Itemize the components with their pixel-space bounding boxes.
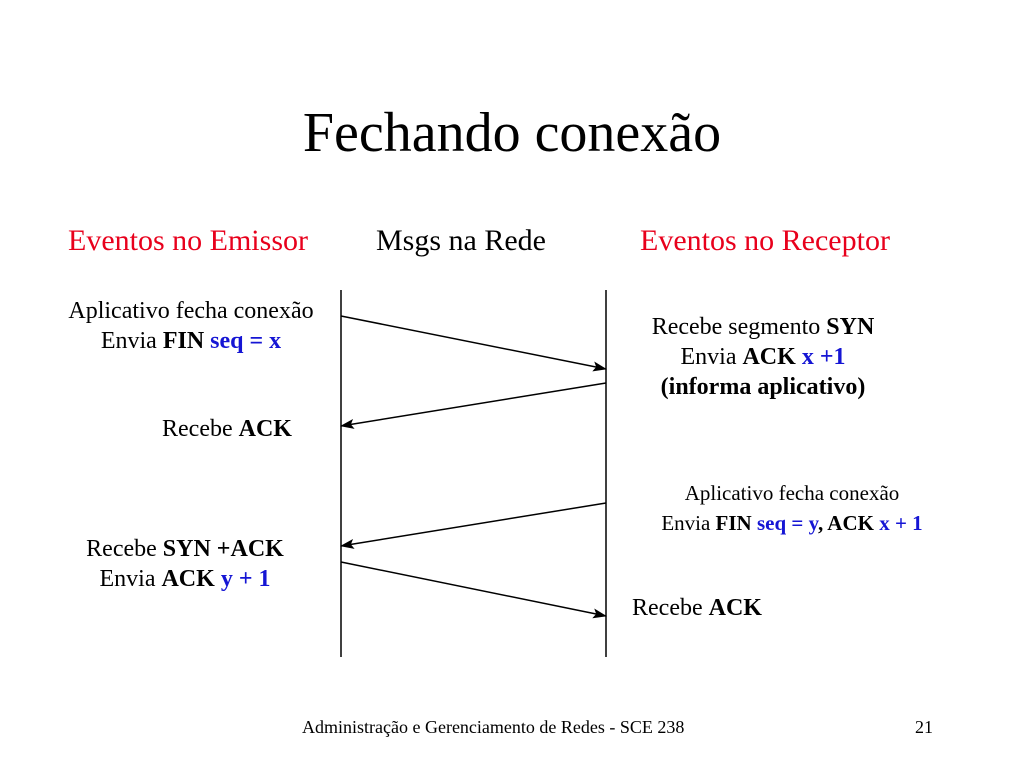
ack-arrow-to-sender <box>340 382 607 429</box>
receiver-event-close: Aplicativo fecha conexão Envia FIN seq =… <box>622 478 962 538</box>
ack-flag: ACK <box>161 566 215 592</box>
slide-title: Fechando conexão <box>302 102 722 164</box>
receiver-event-close-line2: Envia FIN seq = y, ACK x + 1 <box>622 508 962 538</box>
recv-prefix: Recebe segmento <box>651 314 827 340</box>
receiver-event-recv-syn-line1: Recebe segmento SYN <box>618 312 908 342</box>
ack-value: y + 1 <box>220 566 271 592</box>
ack-flag: , ACK <box>817 511 874 535</box>
sender-event-close-line1: Aplicativo fecha conexão <box>68 298 314 324</box>
sender-event-recv-ack: Recebe ACK <box>162 414 292 444</box>
ack-flag: ACK <box>708 595 762 621</box>
fin-arrow-to-receiver <box>340 315 607 372</box>
receiver-event-recv-syn: Recebe segmento SYN Envia ACK x +1 (info… <box>618 312 908 402</box>
sender-event-recv-synack: Recebe SYN +ACK Envia ACK y + 1 <box>62 534 308 594</box>
sender-event-recv-synack-line2: Envia ACK y + 1 <box>62 564 308 594</box>
fin-ack-arrow-to-sender <box>340 502 607 549</box>
ack-arrow-to-receiver <box>340 561 607 619</box>
ack-flag: ACK <box>742 344 796 370</box>
ack-flag: ACK <box>238 416 292 442</box>
send-prefix: Envia <box>661 511 716 535</box>
sender-column-header: Eventos no Emissor <box>68 224 308 257</box>
network-column-header: Msgs na Rede <box>376 224 546 257</box>
send-prefix: Envia <box>99 566 162 592</box>
fin-flag: FIN <box>162 328 205 354</box>
receiver-event-recv-ack: Recebe ACK <box>632 593 762 623</box>
seq-value: seq = x <box>210 328 282 354</box>
receiver-event-close-line1: Aplicativo fecha conexão <box>684 481 900 505</box>
syn-ack-flag: SYN +ACK <box>162 536 284 562</box>
seq-value: seq = y <box>756 511 818 535</box>
sender-event-close: Aplicativo fecha conexão Envia FIN seq =… <box>54 296 328 356</box>
fin-flag: FIN <box>715 511 752 535</box>
recv-prefix: Recebe <box>86 536 163 562</box>
send-prefix: Envia <box>100 328 163 354</box>
ack-value: x +1 <box>801 344 846 370</box>
receiver-event-recv-syn-line3: (informa aplicativo) <box>660 374 866 400</box>
sender-event-recv-synack-line1: Recebe SYN +ACK <box>62 534 308 564</box>
recv-prefix: Recebe <box>162 416 239 442</box>
page-number: 21 <box>915 717 933 737</box>
send-prefix: Envia <box>680 344 743 370</box>
sender-event-close-line2: Envia FIN seq = x <box>54 326 328 356</box>
recv-prefix: Recebe <box>632 595 709 621</box>
syn-flag: SYN <box>826 314 875 340</box>
receiver-column-header: Eventos no Receptor <box>640 224 890 257</box>
receiver-event-recv-syn-line2: Envia ACK x +1 <box>618 342 908 372</box>
ack-value: x + 1 <box>879 511 923 535</box>
footer-course: Administração e Gerenciamento de Redes -… <box>302 717 685 737</box>
